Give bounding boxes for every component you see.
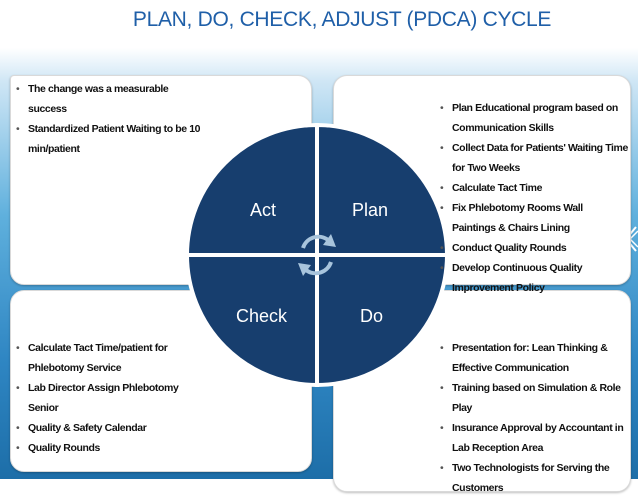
list-item: Presentation for: Lean Thinking & Effect…	[438, 338, 628, 378]
list-item: Standardized Patient Waiting to be 10 mi…	[14, 119, 204, 159]
list-item: Insurance Approval by Accountant in Lab …	[438, 418, 628, 458]
act-list: The change was a measurable success Stan…	[14, 79, 204, 159]
act-quadrant	[184, 122, 319, 257]
check-label: Check	[236, 306, 288, 326]
list-item: Plan Educational program based on Commun…	[438, 98, 628, 138]
pdca-wheel	[184, 122, 450, 388]
list-item: Training based on Simulation & Role Play	[438, 378, 628, 418]
list-item: Two Technologists for Serving the Custom…	[438, 458, 628, 498]
list-item: Lab Director Assign Phlebotomy Senior	[14, 378, 194, 418]
list-item: Quality & Safety Calendar	[14, 418, 194, 438]
plan-quadrant	[315, 122, 450, 257]
do-label: Do	[360, 306, 384, 326]
list-item: Conduct Quality Rounds	[438, 238, 628, 258]
list-item: The change was a measurable success	[14, 79, 204, 119]
cycle-arrows-icon	[301, 234, 333, 276]
list-item: Calculate Tact Time/patient for Phleboto…	[14, 338, 194, 378]
do-list: Presentation for: Lean Thinking & Effect…	[438, 338, 628, 498]
list-item: Fix Phlebotomy Rooms Wall Paintings & Ch…	[438, 198, 628, 238]
page-title: PLAN, DO, CHECK, ADJUST (PDCA) CYCLE	[132, 8, 552, 31]
list-item: Develop Continuous Quality Improvement P…	[438, 258, 628, 298]
list-item: Calculate Tact Time	[438, 178, 628, 198]
plan-list: Plan Educational program based on Commun…	[438, 98, 628, 298]
act-label: Act	[250, 200, 277, 220]
list-item: Collect Data for Patients' Waiting Time …	[438, 138, 628, 178]
check-list: Calculate Tact Time/patient for Phleboto…	[14, 338, 194, 458]
check-quadrant	[184, 253, 319, 388]
plan-label: Plan	[352, 200, 389, 220]
list-item: Quality Rounds	[14, 438, 194, 458]
